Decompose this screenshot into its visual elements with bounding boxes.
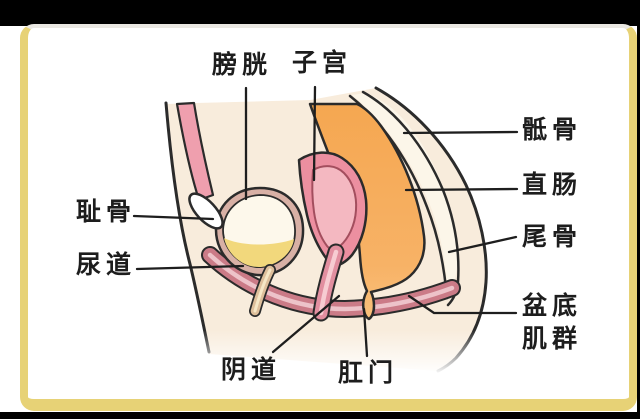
- pelvic-floor-band: [201, 246, 461, 319]
- label-anus: 肛门: [338, 359, 399, 387]
- label-urethra: 尿道: [76, 251, 137, 279]
- urethra-leader-line: [135, 264, 245, 271]
- pubic-bone-leader-line: [132, 214, 215, 221]
- bottom-fade: [150, 330, 510, 375]
- label-vagina: 阴道: [221, 356, 282, 384]
- front-body-outline: [164, 101, 211, 354]
- leader-lines: [132, 85, 519, 358]
- urine-fluid: [224, 238, 294, 268]
- urethra-canal: [249, 264, 276, 317]
- label-pelvic-floor-line1: 盆底: [522, 292, 583, 320]
- label-uterus: 子宫: [292, 49, 353, 77]
- abdominal-wall-muscle: [175, 101, 215, 202]
- vagina-leader-line: [271, 294, 341, 354]
- uterus-leader-line: [312, 85, 317, 182]
- sacrum-bone-fill: [352, 93, 458, 300]
- label-pelvic-floor-line2: 肌群: [522, 324, 583, 353]
- coccyx-leader-line: [447, 235, 518, 254]
- label-sacrum: 骶骨: [522, 116, 583, 144]
- label-rectum: 直肠: [522, 171, 583, 199]
- label-pubic-bone: 耻骨: [76, 198, 137, 226]
- label-bladder: 膀胱: [212, 51, 273, 79]
- label-coccyx: 尾骨: [522, 223, 583, 251]
- pelvic-floor-leader-line: [407, 294, 518, 315]
- bladder-shape: [214, 186, 305, 277]
- vagina-canal: [312, 243, 345, 322]
- anus-leader-line: [362, 307, 369, 358]
- label-pelvic-floor: 盆底 肌群: [522, 290, 582, 355]
- sacrum-leader-line: [402, 130, 519, 135]
- rectum-leader-line: [404, 187, 519, 192]
